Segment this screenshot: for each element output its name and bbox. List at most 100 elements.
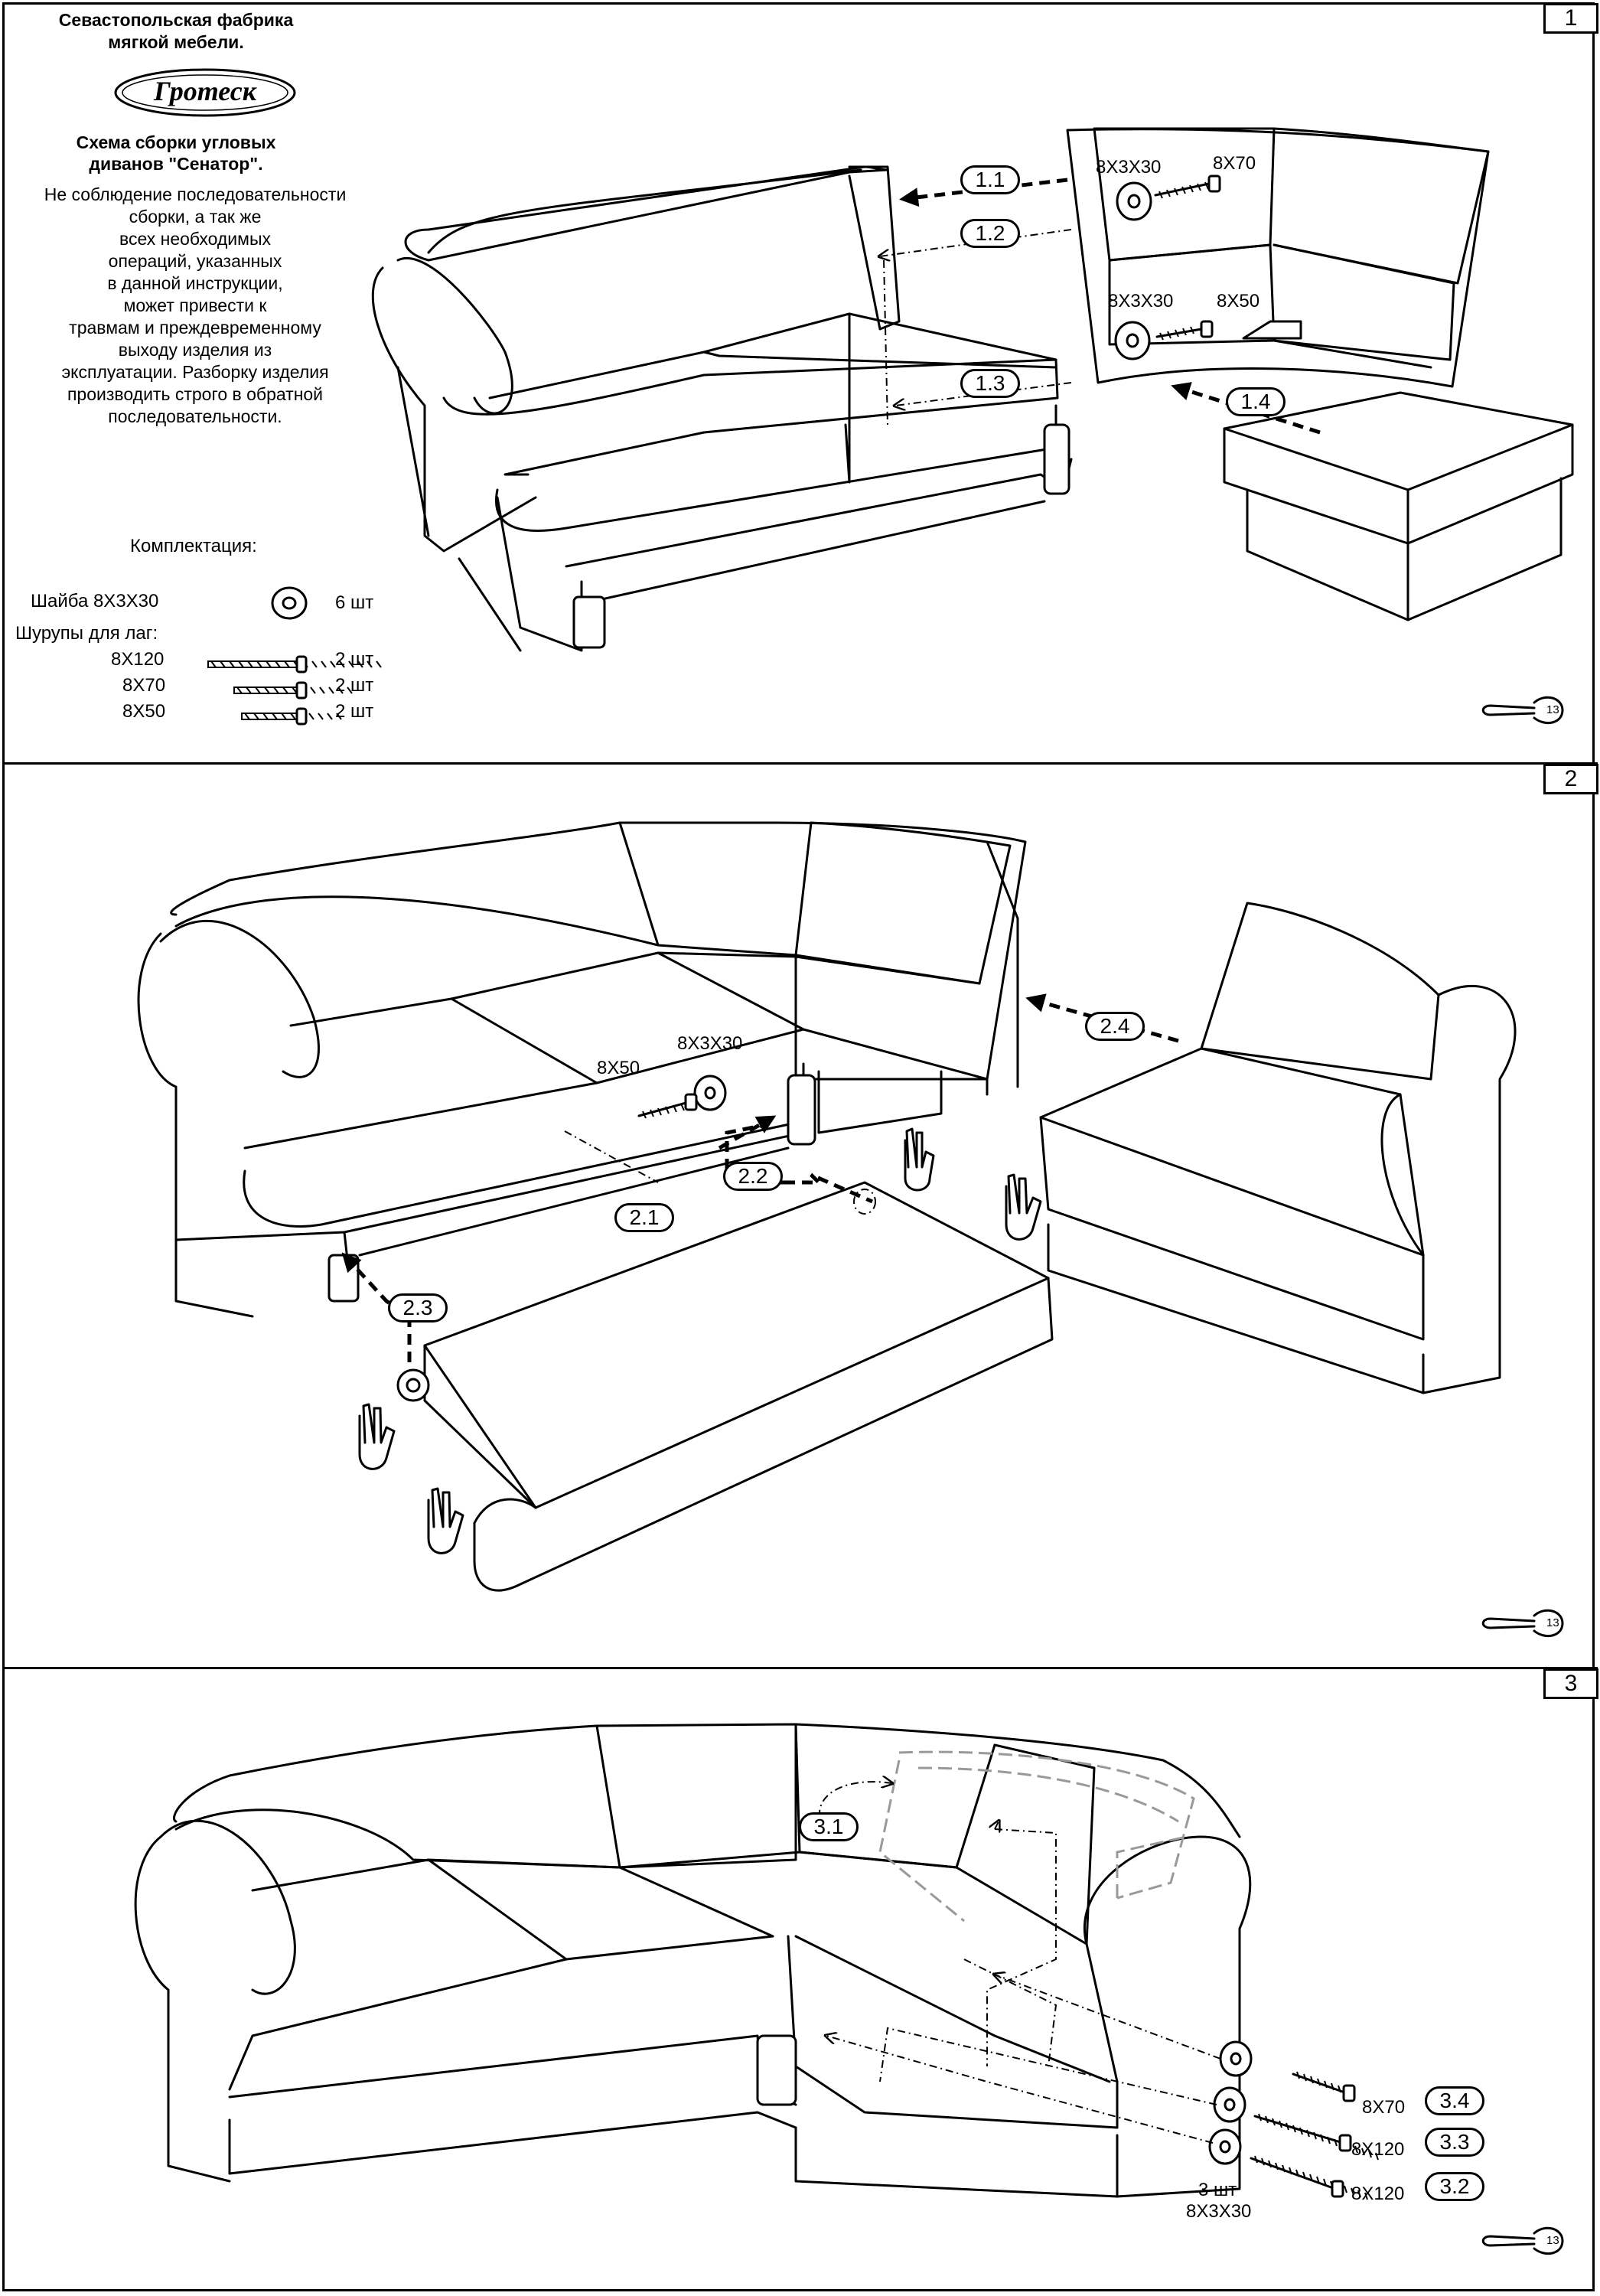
- wrench-icon: [1481, 1609, 1564, 1638]
- warning-line: может привести к: [123, 295, 267, 315]
- logo: Гротеск: [113, 67, 297, 118]
- warning-text: Не соблюдение последовательности сборки,…: [15, 184, 375, 428]
- screw-label: 8Х50: [597, 1058, 640, 1078]
- hand-icon: [427, 1487, 464, 1554]
- washer-icon: [1114, 321, 1151, 360]
- washer-icon: [693, 1075, 727, 1111]
- step-badge-1-4: 1.4: [1226, 387, 1286, 416]
- step-badge-1-1: 1.1: [960, 165, 1020, 194]
- logo-text: Гротеск: [154, 76, 256, 106]
- step-badge-3-1: 3.1: [799, 1812, 859, 1841]
- panel-1-straight-sofa: [371, 165, 1073, 652]
- logo-oval: [114, 68, 296, 117]
- step-badge-2-1: 2.1: [614, 1203, 674, 1232]
- warning-line: травмам и преждевременному: [69, 318, 321, 338]
- warning-line: выходу изделия из: [118, 340, 272, 360]
- warning-line: Не соблюдение последовательности: [44, 184, 347, 204]
- screw-icon: [1155, 320, 1214, 341]
- panel-number-3: 3: [1543, 1668, 1598, 1699]
- screw-icon: [1250, 2155, 1368, 2200]
- screw-label: 8Х70: [1213, 153, 1256, 174]
- guide-3-4: [995, 1975, 1221, 2060]
- screw-icon: [241, 707, 342, 726]
- warning-line: операций, указанных: [108, 251, 282, 271]
- panel-1-corner-module: [1066, 127, 1490, 388]
- guide-3-2: [826, 2036, 1214, 2144]
- step-badge-3-3: 3.3: [1425, 2128, 1484, 2157]
- screw-icon: [637, 1093, 698, 1119]
- screw-icon: [207, 655, 382, 673]
- wrench-size-label: 13: [1546, 2234, 1559, 2247]
- washer-label: 8Х3Х30: [1186, 2201, 1252, 2222]
- guide-3-3: [879, 2027, 1217, 2105]
- panel-divider-1: [2, 762, 1598, 765]
- kit-screw-size: 8Х120: [111, 649, 165, 670]
- step-badge-3-2: 3.2: [1425, 2172, 1484, 2201]
- guide-2-1: [564, 1130, 659, 1183]
- arrow-1-1: [899, 178, 1068, 207]
- washer-label: 8Х3Х30: [1096, 157, 1162, 178]
- kit-washer-qty: 6 шт: [335, 592, 374, 613]
- hand-icon: [358, 1403, 396, 1470]
- panel-2-corner-armrest-module: [1039, 902, 1517, 1394]
- kit-screw-qty: 2 шт: [335, 649, 374, 670]
- panel-2-seat-box: [396, 1181, 1054, 1592]
- panel-3-ghost-backrest: [878, 1750, 1195, 1923]
- panel-number-2: 2: [1543, 764, 1598, 794]
- washer-icon: [271, 586, 308, 620]
- washer-label: 8Х3Х30: [1108, 291, 1174, 311]
- factory-name-line1: Севастопольская фабрика: [58, 10, 294, 30]
- washer-icon: [1208, 2128, 1242, 2165]
- washer-icon: [1219, 2040, 1253, 2077]
- screw-icon: [233, 681, 353, 700]
- title-line2: диванов "Сенатор".: [89, 154, 263, 174]
- arrow-2-2b: [784, 1172, 874, 1204]
- washer-qty-label: 3 шт: [1198, 2180, 1237, 2200]
- warning-line: эксплуатации. Разборку изделия: [61, 362, 329, 382]
- step-badge-2-3: 2.3: [388, 1293, 448, 1322]
- wrench-icon: [1481, 2226, 1564, 2255]
- screw-icon: [1292, 2071, 1356, 2102]
- panel-number-1: 1: [1543, 3, 1598, 34]
- mount-bracket: [1242, 320, 1302, 340]
- hand-icon: [1005, 1173, 1042, 1241]
- guide-1-2: [883, 259, 888, 426]
- screw-label: 8Х120: [1351, 2183, 1405, 2204]
- screw-icon: [1253, 2113, 1379, 2161]
- title-line1: Схема сборки угловых: [76, 132, 276, 152]
- kit-screw-size: 8Х70: [122, 675, 166, 696]
- hand-icon: [904, 1127, 935, 1192]
- factory-name-line2: мягкой мебели.: [108, 32, 244, 52]
- wrench-size-label: 13: [1546, 703, 1559, 716]
- washer-icon: [1116, 181, 1152, 221]
- arrow-2-2: [725, 1123, 784, 1185]
- washer-icon: [1213, 2086, 1246, 2123]
- kit-screw-qty: 2 шт: [335, 701, 374, 722]
- step-badge-1-3: 1.3: [960, 369, 1020, 398]
- step-badge-2-4: 2.4: [1085, 1012, 1145, 1041]
- panel-3-assembled-corner-sofa: [134, 1723, 1252, 2198]
- step-badge-1-2: 1.2: [960, 219, 1020, 248]
- warning-line: в данной инструкции,: [107, 273, 283, 293]
- guide-3-extra: [963, 1958, 1057, 2067]
- wrench-icon: [1481, 696, 1564, 725]
- guide-3-1: [986, 1828, 1057, 2066]
- screw-label: 8Х70: [1362, 2097, 1406, 2118]
- kit-washer-label: Шайба 8Х3Х30: [31, 591, 159, 612]
- warning-line: всех необходимых: [119, 229, 271, 249]
- guide-3-1-arrow: [995, 1821, 999, 1829]
- screw-label: 8Х50: [1217, 291, 1260, 311]
- kit-screws-label: Шурупы для лаг:: [15, 623, 158, 644]
- pin-hole: [853, 1189, 876, 1215]
- warning-line: последовательности.: [108, 406, 282, 426]
- kit-title: Комплектация:: [130, 536, 257, 556]
- step-badge-2-2: 2.2: [723, 1162, 783, 1191]
- washer-label: 8Х3Х30: [677, 1033, 743, 1054]
- panel-2-sofa-assembly: [137, 821, 1027, 1318]
- panel-1-ottoman: [1223, 391, 1574, 621]
- warning-line: производить строго в обратной: [67, 384, 324, 404]
- screw-label: 8Х120: [1351, 2139, 1405, 2160]
- wrench-size-label: 13: [1546, 1616, 1559, 1629]
